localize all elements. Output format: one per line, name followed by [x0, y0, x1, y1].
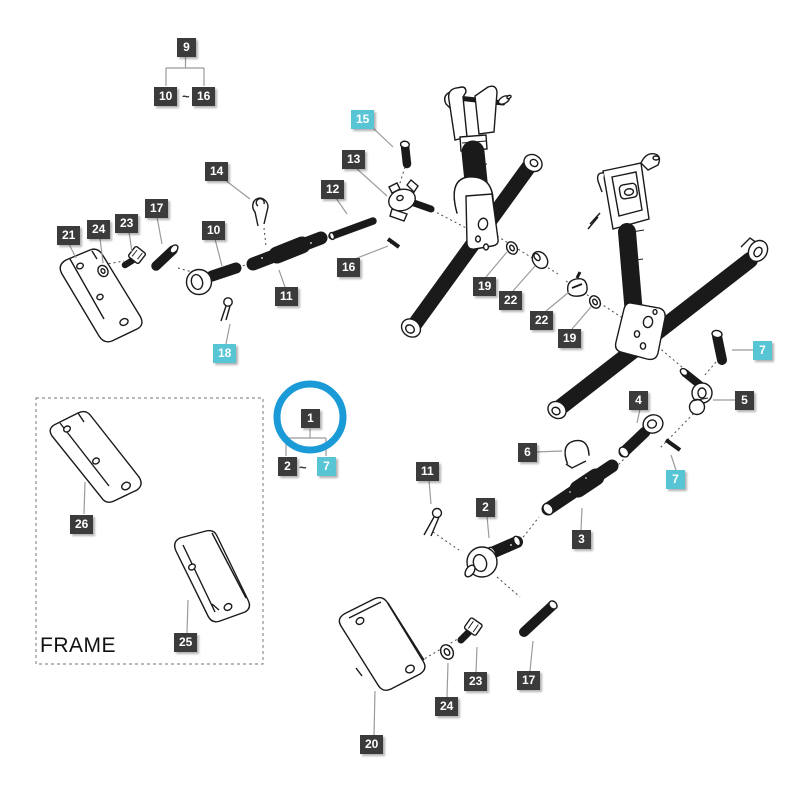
range-tilde: ~: [299, 460, 307, 475]
part-ball-cap-22-left: [531, 250, 549, 270]
part-pin-7-top: [711, 329, 727, 365]
part-washer-24-lower: [439, 644, 455, 660]
part-pin-17-left: [151, 244, 179, 271]
part-label-23[interactable]: 23: [115, 214, 139, 233]
part-pin-15: [399, 140, 412, 169]
part-pin-17-lower: [519, 600, 558, 637]
part-label-23-2[interactable]: 23: [464, 672, 488, 691]
part-label-16-2[interactable]: 16: [337, 258, 361, 277]
part-label-9[interactable]: 9: [177, 38, 196, 57]
part-rod-12: [328, 217, 377, 241]
part-label-6[interactable]: 6: [518, 443, 537, 462]
part-link-body-11: [246, 231, 328, 271]
part-label-7-3[interactable]: 7: [317, 457, 336, 476]
parts-line-art: [49, 85, 769, 692]
part-label-5[interactable]: 5: [735, 391, 754, 410]
part-label-17[interactable]: 17: [145, 199, 169, 218]
part-label-18[interactable]: 18: [213, 344, 237, 363]
part-label-22-2[interactable]: 22: [530, 311, 554, 330]
part-bracket-plate-26: [49, 410, 142, 504]
selection-circle-part-1: [273, 380, 347, 454]
part-label-24-2[interactable]: 24: [435, 697, 459, 716]
part-bolt-23-left: [121, 245, 147, 269]
part-bolt-23-lower: [457, 617, 483, 644]
part-tube-3: [541, 459, 619, 516]
part-label-11-2[interactable]: 11: [416, 462, 439, 481]
group-range-brackets: [165, 57, 327, 456]
part-lift-rod-left: [443, 85, 512, 251]
part-lift-rod-right: [587, 153, 661, 323]
part-washer-19-left: [505, 241, 519, 255]
part-clamp-guide-6: [564, 439, 590, 469]
part-label-2[interactable]: 2: [278, 457, 297, 476]
part-label-3[interactable]: 3: [572, 530, 591, 549]
part-ball-cap-22-right: [566, 271, 588, 297]
part-label-22[interactable]: 22: [499, 291, 523, 310]
part-label-26[interactable]: 26: [70, 515, 94, 534]
part-label-10-2[interactable]: 10: [202, 221, 226, 240]
part-label-25[interactable]: 25: [174, 633, 198, 652]
part-label-24[interactable]: 24: [87, 220, 111, 239]
part-washer-19-right: [588, 295, 602, 309]
part-label-15[interactable]: 15: [351, 110, 375, 129]
part-roll-pin-7: [664, 438, 682, 452]
label-leader-lines: [68, 127, 753, 736]
part-cotter-pin-11: [423, 507, 443, 537]
part-clevis-13: [388, 178, 435, 222]
frame-caption: FRAME: [40, 634, 116, 657]
part-arm-plate-right: [614, 302, 666, 361]
part-label-11[interactable]: 11: [275, 287, 298, 306]
part-bracket-plate-25: [173, 529, 251, 623]
part-label-4[interactable]: 4: [629, 391, 648, 410]
part-label-7[interactable]: 7: [753, 341, 772, 360]
part-label-10[interactable]: 10: [154, 87, 178, 106]
part-ball-end-2: [464, 535, 523, 578]
part-label-2-2[interactable]: 2: [476, 498, 495, 517]
part-label-19[interactable]: 19: [473, 277, 497, 296]
part-label-17-2[interactable]: 17: [517, 671, 541, 690]
part-label-12[interactable]: 12: [321, 180, 345, 199]
part-bracket-plate-20: [338, 596, 426, 692]
range-tilde: ~: [182, 89, 190, 104]
part-label-16[interactable]: 16: [192, 87, 216, 106]
part-linch-pin-18: [220, 297, 233, 322]
part-bracket-plate-21: [59, 248, 143, 343]
part-label-14[interactable]: 14: [205, 162, 229, 181]
part-label-21[interactable]: 21: [57, 226, 81, 245]
part-label-19-2[interactable]: 19: [558, 329, 582, 348]
part-ball-joint-5: [679, 367, 713, 416]
part-label-20[interactable]: 20: [360, 735, 384, 754]
part-snap-clip-14: [252, 197, 269, 227]
frame-group-box: [35, 397, 264, 665]
part-ball-end-10: [185, 262, 242, 296]
part-label-7-2[interactable]: 7: [666, 470, 685, 489]
part-label-13[interactable]: 13: [342, 150, 366, 169]
part-label-1[interactable]: 1: [301, 409, 320, 428]
part-roll-pin-16: [386, 237, 401, 249]
part-washer-24-left: [97, 264, 109, 278]
part-link-4: [618, 414, 664, 458]
